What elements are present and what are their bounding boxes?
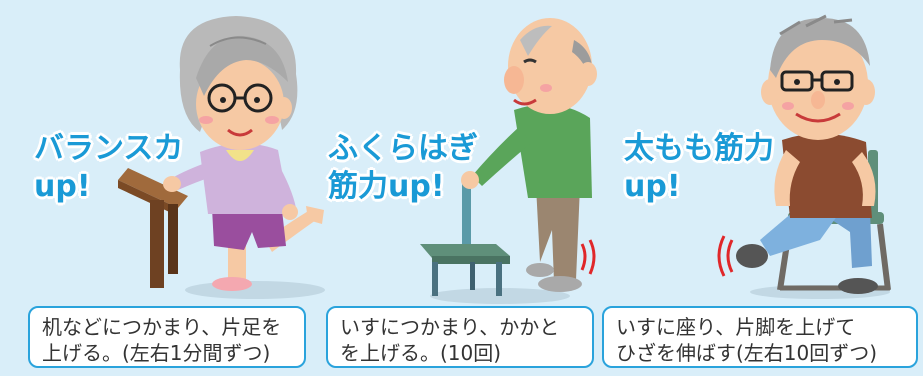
panel-2-title-line-2: 筋力up! — [328, 169, 445, 204]
panel-1-title-line-2: up! — [34, 169, 91, 204]
panel-3-caption-line-2: ひざを伸ばす(左右10回ずつ) — [616, 341, 878, 365]
panel-2-title-line-1: ふくらはぎ — [328, 131, 478, 166]
panel-2-caption-line-2: を上げる。(10回) — [340, 341, 502, 365]
grandpa-knee-extension-illustration — [717, 14, 891, 299]
grandma-balancing-illustration — [118, 16, 325, 299]
panel-1-caption: 机などにつかまり、片足を 上げる。(左右1分間ずつ) — [28, 306, 306, 368]
panel-2-caption-line-1: いすにつかまり、かかと — [340, 315, 560, 339]
panel-1-caption-line-1: 机などにつかまり、片足を — [42, 315, 282, 339]
panel-3-caption-line-1: いすに座り、片脚を上げて — [616, 315, 856, 339]
panel-1-title-line-1: バランスカ — [34, 131, 184, 166]
panel-2-caption: いすにつかまり、かかと を上げる。(10回) — [326, 306, 594, 368]
panel-3-title: 太もも筋力 up! — [624, 130, 774, 206]
panel-3-title-line-1: 太もも筋力 — [624, 131, 774, 166]
panel-2-title: ふくらはぎ 筋力up! — [328, 130, 478, 206]
panel-1-caption-line-2: 上げる。(左右1分間ずつ) — [42, 341, 271, 365]
panel-1-title: バランスカ up! — [34, 130, 183, 206]
grandpa-calf-raise-illustration — [420, 18, 597, 304]
panel-3-caption: いすに座り、片脚を上げて ひざを伸ばす(左右10回ずつ) — [602, 306, 918, 368]
panel-3-title-line-2: up! — [624, 169, 681, 204]
